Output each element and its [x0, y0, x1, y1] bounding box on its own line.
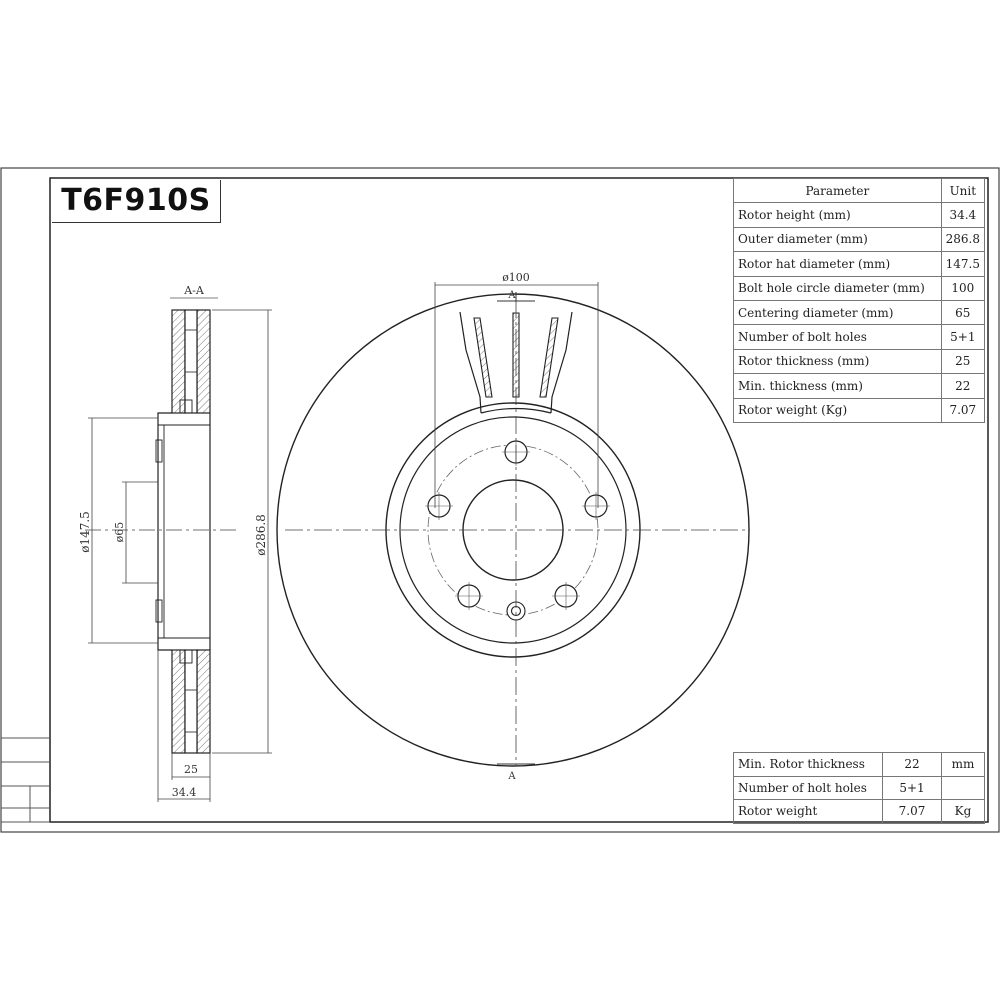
- param-value: 25: [940, 348, 986, 375]
- param-name: Bolt hole circle diameter (mm): [733, 275, 942, 301]
- bolt-hole-centermarks: [425, 438, 610, 610]
- dim-centering-diameter: [122, 481, 158, 584]
- rotor-thickness-label: 25: [184, 763, 198, 776]
- table-row: Number of holt holes 5+1: [733, 775, 985, 800]
- param-name: Number of bolt holes: [733, 324, 942, 350]
- cut-marker-bottom-label: A: [507, 771, 516, 782]
- table-row: Rotor thickness (mm) 25: [733, 348, 986, 375]
- summary-value: 5+1: [882, 775, 942, 800]
- section-upper-ring: [171, 309, 211, 414]
- rotor-height-label: 34.4: [172, 786, 197, 799]
- param-name: Rotor weight (Kg): [733, 397, 942, 423]
- summary-value: 7.07: [882, 799, 942, 824]
- table-row: Centering diameter (mm) 65: [733, 299, 986, 326]
- table-row: Rotor hat diameter (mm) 147.5: [733, 251, 986, 277]
- param-value: 34.4: [940, 202, 986, 228]
- section-hat: [155, 399, 211, 664]
- inner-frame: [49, 177, 989, 823]
- parameter-table: Parameter Unit Rotor height (mm) 34.4 Ou…: [733, 177, 986, 423]
- param-value: 22: [940, 373, 986, 399]
- front-view: A A ø100: [276, 271, 750, 782]
- summary-unit: [941, 775, 985, 800]
- param-name: Rotor thickness (mm): [733, 348, 942, 375]
- table-row: Rotor weight 7.07 Kg: [733, 799, 985, 824]
- param-value: 100: [940, 275, 986, 301]
- dim-outer-diameter: [212, 309, 272, 754]
- section-view: A-A: [78, 284, 272, 802]
- parameter-table-header: Parameter Unit: [733, 177, 986, 204]
- table-row: Number of bolt holes 5+1: [733, 324, 986, 350]
- summary-name: Rotor weight: [733, 799, 883, 824]
- param-name: Centering diameter (mm): [733, 299, 942, 326]
- dim-hat-diameter: [88, 417, 158, 644]
- cooling-vanes: [473, 312, 559, 398]
- param-value: 5+1: [940, 324, 986, 350]
- dim-rotor-thickness: [171, 753, 211, 780]
- table-row: Bolt hole circle diameter (mm) 100: [733, 275, 986, 301]
- hat-diameter-label: ø147.5: [78, 511, 92, 553]
- param-value: 286.8: [940, 226, 986, 253]
- param-name: Min. thickness (mm): [733, 373, 942, 399]
- summary-unit: Kg: [941, 799, 985, 824]
- bolt-circle-diameter-label: ø100: [502, 271, 530, 284]
- table-row: Rotor weight (Kg) 7.07: [733, 397, 986, 423]
- table-row: Min. Rotor thickness 22 mm: [733, 752, 985, 777]
- outer-frame: [0, 167, 1000, 833]
- section-label: A-A: [183, 284, 205, 297]
- revision-block: [1, 737, 50, 823]
- centering-diameter-label: ø65: [113, 522, 126, 543]
- summary-value: 22: [882, 752, 942, 777]
- param-name: Rotor height (mm): [733, 202, 942, 228]
- table-row: Min. thickness (mm) 22: [733, 373, 986, 399]
- part-number-title: T6F910S: [52, 180, 221, 223]
- summary-name: Number of holt holes: [733, 775, 883, 800]
- vane-cutaway: [459, 311, 573, 414]
- param-name: Outer diameter (mm): [733, 226, 942, 253]
- table-row: Outer diameter (mm) 286.8: [733, 226, 986, 253]
- summary-unit: mm: [941, 752, 985, 777]
- dim-bolt-circle: [434, 282, 599, 508]
- header-parameter: Parameter: [733, 177, 942, 204]
- param-value: 65: [940, 299, 986, 326]
- outer-diameter-label: ø286.8: [254, 514, 268, 556]
- summary-name: Min. Rotor thickness: [733, 752, 883, 777]
- param-value: 147.5: [940, 251, 986, 277]
- dim-rotor-height: [157, 650, 211, 802]
- cut-plane-marker-top: [497, 292, 535, 302]
- param-name: Rotor hat diameter (mm): [733, 251, 942, 277]
- header-unit: Unit: [940, 177, 986, 204]
- summary-table: Min. Rotor thickness 22 mm Number of hol…: [733, 752, 985, 824]
- cut-marker-top-label: A: [507, 290, 516, 301]
- table-row: Rotor height (mm) 34.4: [733, 202, 986, 228]
- param-value: 7.07: [940, 397, 986, 423]
- section-lower-ring: [171, 649, 211, 754]
